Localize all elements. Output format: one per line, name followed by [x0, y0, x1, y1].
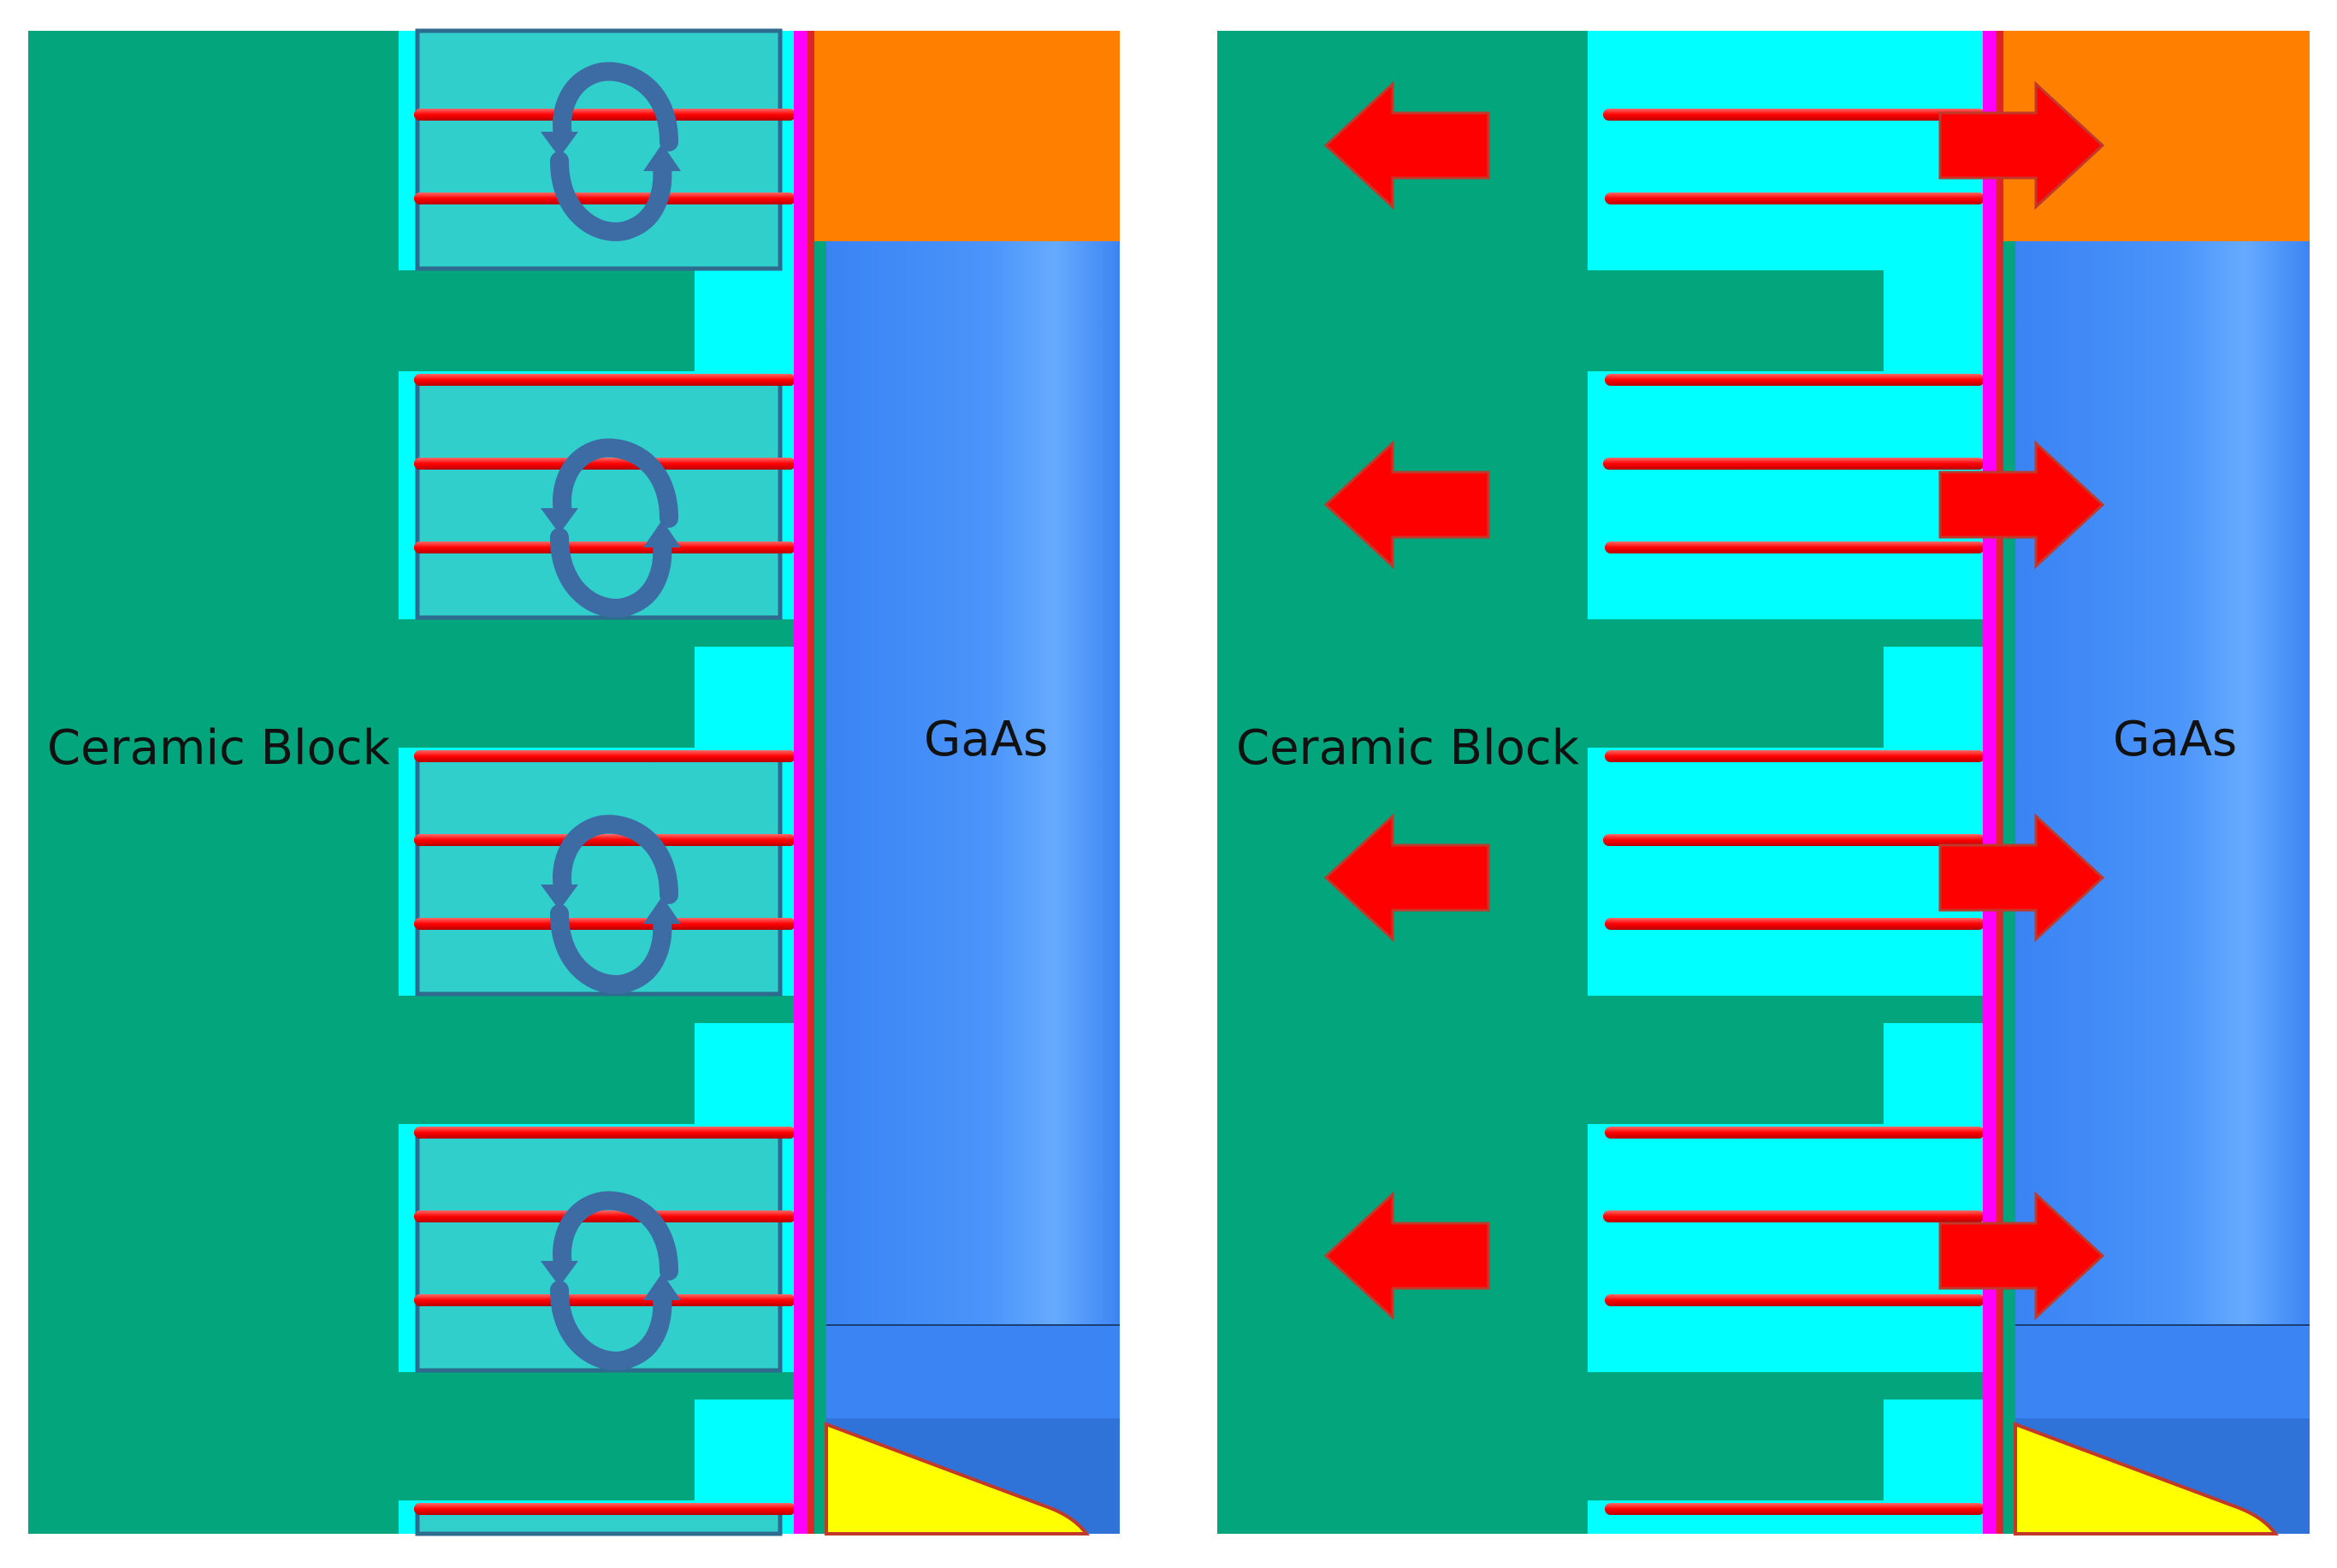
rib-fin	[1603, 834, 1985, 846]
circulation-arrows	[541, 62, 681, 1370]
rib-fin	[1605, 1503, 1985, 1515]
channel-structure	[399, 28, 796, 1536]
channel-block	[1588, 1124, 1983, 1372]
gaas-region	[826, 241, 1120, 1325]
orange-block	[814, 31, 1120, 241]
channel-structure	[1588, 31, 1985, 1534]
rib-fin	[1603, 1210, 1985, 1222]
circulation-head-bottom	[643, 520, 681, 547]
right-panel: Ceramic Block GaAs	[1217, 31, 2310, 1535]
membrane	[794, 31, 808, 1534]
gaas-label: GaAs	[2113, 712, 2237, 767]
channel-block	[1588, 748, 1983, 996]
circulation-head-bottom	[643, 896, 681, 924]
right-flow-arrow	[1938, 1191, 2105, 1321]
gaas-label: GaAs	[924, 712, 1048, 767]
circulation-head-bottom	[643, 144, 681, 171]
circulation-head-top	[541, 1261, 578, 1287]
rib-fin	[414, 1127, 796, 1139]
channel-neck	[695, 1023, 794, 1124]
circulation-head-bottom	[643, 1273, 681, 1300]
rib-fin	[1603, 109, 1985, 121]
circulation-arc-top	[553, 62, 678, 151]
channel-neck	[1884, 1023, 1983, 1124]
flow-arrow-pair	[1323, 1191, 2105, 1321]
rib-fin	[414, 834, 796, 846]
rib-fin	[414, 458, 796, 470]
ceramic-block-label: Ceramic Block	[47, 720, 391, 776]
channel-block	[1588, 371, 1983, 619]
rib-fin	[414, 541, 796, 553]
circulation-arc-bottom	[550, 151, 672, 241]
ceramic-block-label: Ceramic Block	[1236, 720, 1580, 776]
left-flow-arrow	[1323, 80, 1490, 210]
rib-fin	[414, 192, 796, 204]
circulation-arc-bottom	[550, 904, 672, 994]
circulation-arc-bottom	[550, 528, 672, 618]
right-flow-arrow	[1938, 440, 2105, 570]
rib-fin	[414, 1210, 796, 1222]
left-flow-arrow	[1323, 440, 1490, 570]
membrane-edge	[1997, 31, 2003, 1534]
rib-fin	[414, 918, 796, 930]
rib-fin	[1605, 1294, 1985, 1306]
membrane	[1983, 31, 1997, 1534]
left-panel: Ceramic Block GaAs	[28, 28, 1120, 1536]
circulation-arc-bottom	[550, 1281, 672, 1370]
overlay-box	[415, 752, 783, 997]
channel-neck	[1884, 1399, 1983, 1500]
overlay-box	[415, 1128, 783, 1373]
channel-neck	[695, 647, 794, 748]
left-flow-arrow	[1323, 1191, 1490, 1321]
yellow-region	[2014, 1422, 2279, 1535]
rib-fin	[1605, 918, 1985, 930]
double-headed-arrows	[1323, 80, 2105, 1321]
rib-fin	[1605, 750, 1985, 762]
flow-arrow-pair	[1323, 813, 2105, 943]
rib-fin	[1605, 374, 1985, 386]
right-flow-arrow	[1938, 80, 2105, 210]
gaas-region	[2015, 241, 2310, 1325]
circulation-head-top	[541, 885, 578, 910]
channel-neck	[695, 1399, 794, 1500]
circulation-arrow	[541, 62, 681, 241]
overlay-box	[415, 376, 783, 620]
left-flow-arrow	[1323, 813, 1490, 943]
gaas-lower-region	[2015, 1326, 2310, 1418]
channel-neck	[695, 270, 794, 371]
circulation-arrow	[541, 814, 681, 994]
rib-fin	[1605, 541, 1985, 553]
rib-fin	[1603, 458, 1985, 470]
yellow-region	[825, 1422, 1090, 1535]
flow-arrow-pair	[1323, 80, 2105, 210]
circulation-arc-top	[553, 1191, 678, 1281]
circulation-head-top	[541, 132, 578, 157]
right-flow-arrow	[1938, 813, 2105, 943]
rib-fin	[1605, 192, 1985, 204]
circulation-arrow	[541, 438, 681, 618]
rib-fin	[1605, 1127, 1985, 1139]
flow-arrow-pair	[1323, 440, 2105, 570]
channel-neck	[1884, 270, 1983, 371]
rib-fin	[414, 1503, 796, 1515]
circulation-arrow	[541, 1191, 681, 1370]
circulation-arc-top	[553, 438, 678, 528]
circulation-head-top	[541, 508, 578, 534]
membrane-edge	[808, 31, 814, 1534]
rib-fin	[414, 374, 796, 386]
channel-neck	[1884, 647, 1983, 748]
channel-block	[1588, 31, 1983, 270]
rib-fin	[414, 109, 796, 121]
gaas-lower-region	[826, 1326, 1120, 1418]
rib-fin	[414, 750, 796, 762]
circulation-arc-top	[553, 814, 678, 904]
rib-fin	[414, 1294, 796, 1306]
